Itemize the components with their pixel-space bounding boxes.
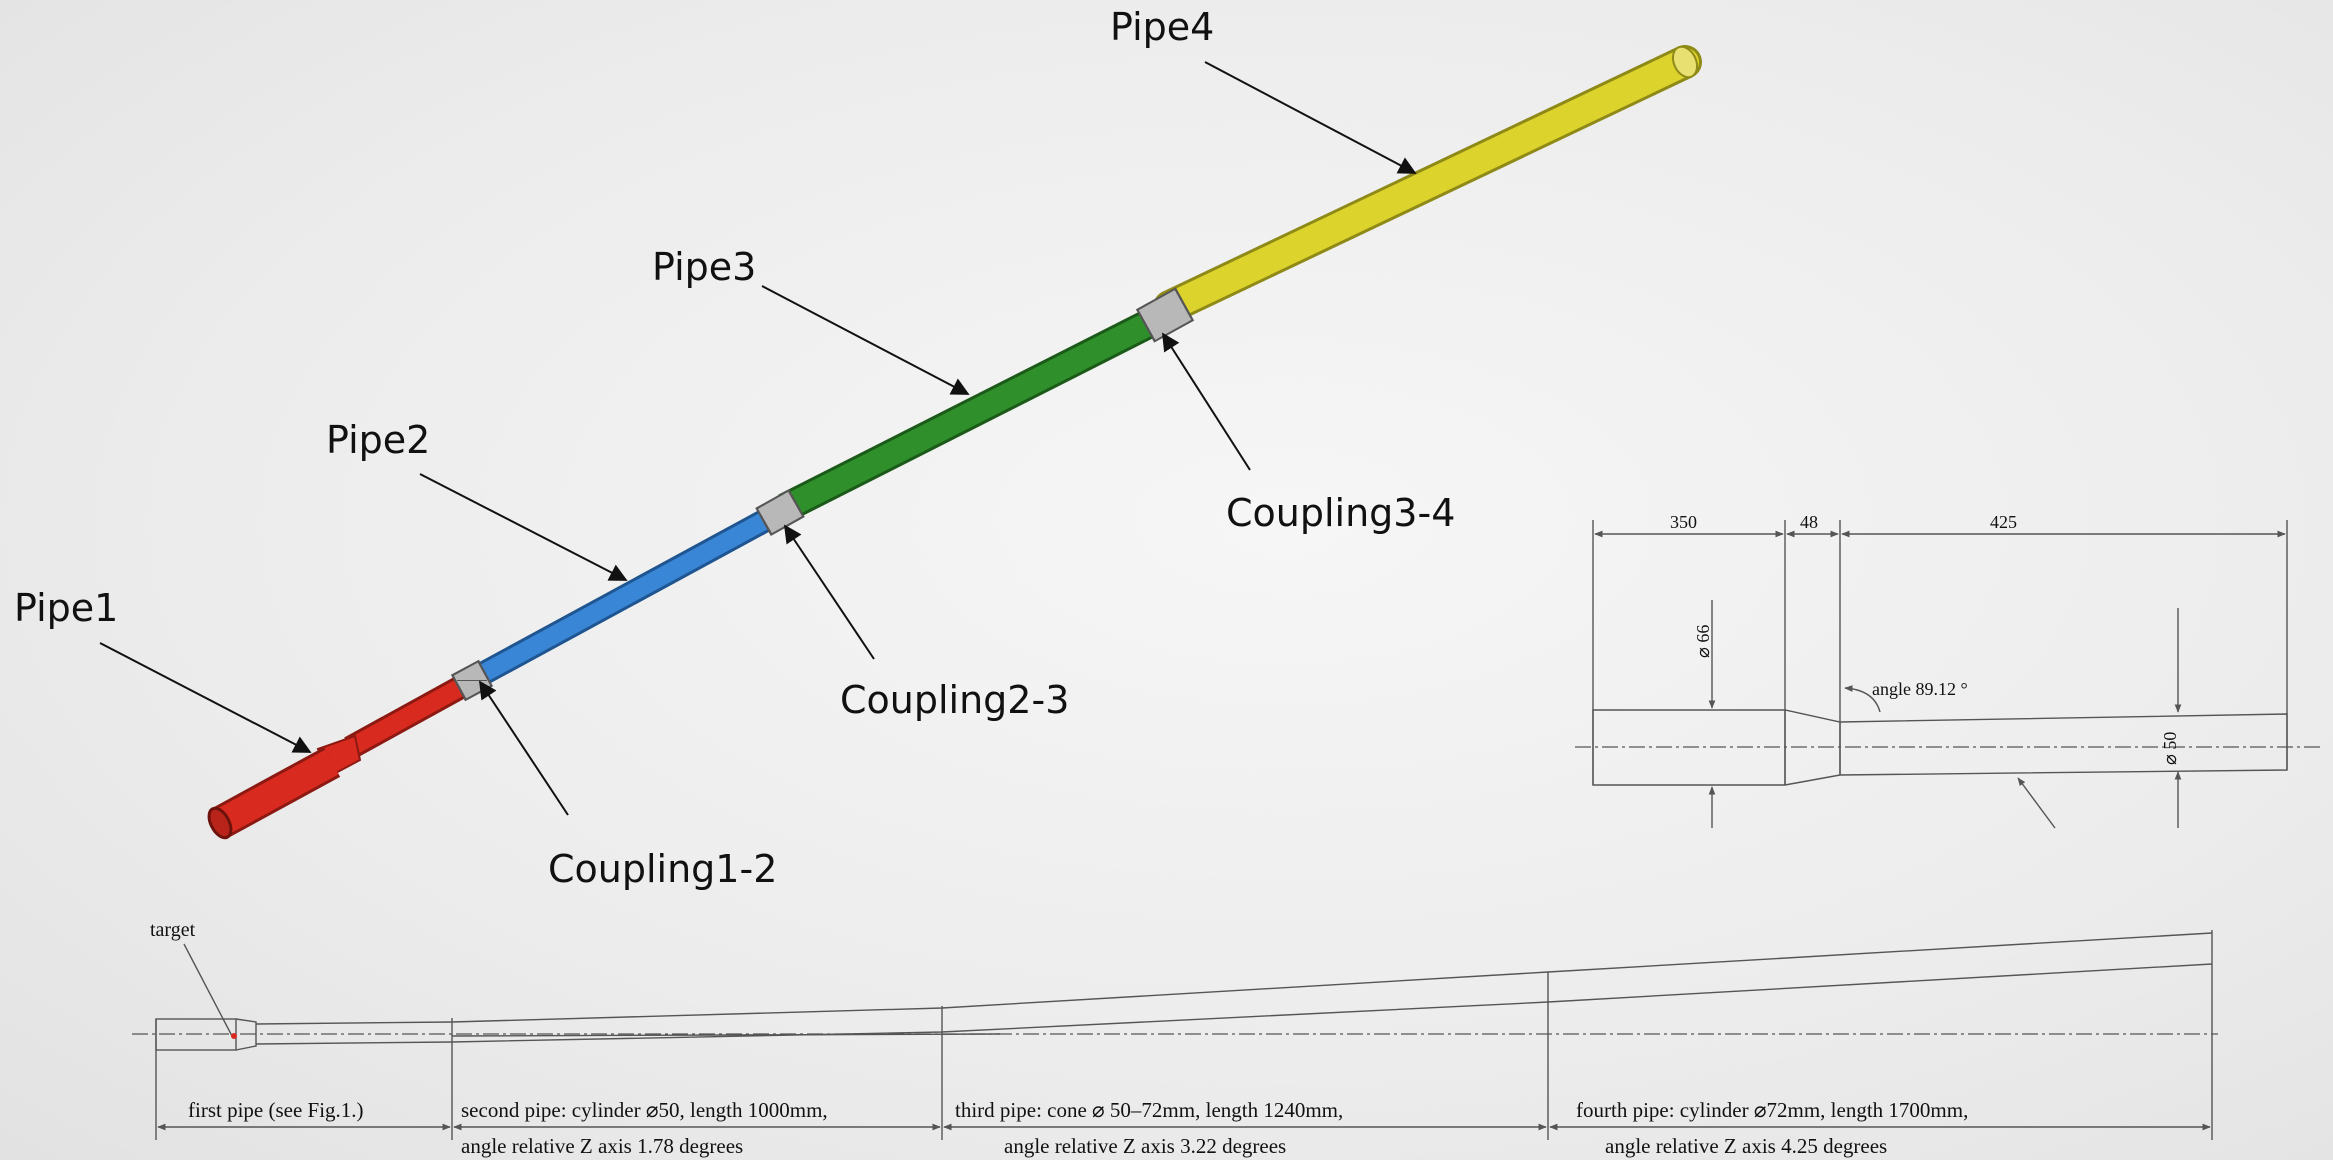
dim-48: 48 <box>1800 512 1818 532</box>
caption-second-pipe-2: angle relative Z axis 1.78 degrees <box>461 1134 743 1158</box>
layout-pipe-lower <box>255 963 2213 1045</box>
label-pipe4: Pipe4 <box>1110 5 1214 49</box>
first-pipe-drawing: 350 48 425 ⌀ 66 ⌀ 50 angle 89.12 ° <box>1575 512 2322 829</box>
target-label: target <box>150 919 196 941</box>
pipe2-fill <box>470 507 780 686</box>
caption-fourth-pipe-2: angle relative Z axis 4.25 degrees <box>1605 1134 1887 1158</box>
coupling-2-3 <box>755 489 805 536</box>
leader-pipe4 <box>1204 61 1417 174</box>
pipe1-thick-fill <box>215 749 339 835</box>
dim-350: 350 <box>1670 512 1697 532</box>
layout-drawing: target first pipe (see Fig.1.) second pi… <box>132 919 2218 1158</box>
pipe4-end-cap <box>1671 45 1699 79</box>
label-coupling34: Coupling3-4 <box>1226 491 1455 535</box>
layout-pipe-upper <box>255 932 2213 1025</box>
label-pipe3: Pipe3 <box>652 245 756 289</box>
pipe-assembly-3d <box>207 45 1702 840</box>
caption-first-pipe: first pipe (see Fig.1.) <box>188 1098 364 1122</box>
leader-pipe2 <box>419 473 628 581</box>
target-marker <box>231 1033 237 1039</box>
pipe3-fill <box>779 307 1166 519</box>
label-coupling12: Coupling1-2 <box>548 847 777 891</box>
label-coupling23: Coupling2-3 <box>840 678 1069 722</box>
leader-coupling23 <box>783 524 875 660</box>
coupling-1-2 <box>450 659 494 702</box>
pipe-labels: Pipe1 Pipe2 Pipe3 Pipe4 Coupling1-2 Coup… <box>14 5 1455 891</box>
leader-pipe1 <box>99 642 312 753</box>
label-pipe1: Pipe1 <box>14 586 118 630</box>
label-pipe2: Pipe2 <box>326 418 430 462</box>
pipe4-fill <box>1156 48 1699 321</box>
pipe1-thin-fill <box>345 675 473 756</box>
pipe1-end-cap <box>207 806 233 840</box>
leader-coupling12 <box>479 680 569 816</box>
caption-third-pipe-2: angle relative Z axis 3.22 degrees <box>1004 1134 1286 1158</box>
dim-425: 425 <box>1990 512 2017 532</box>
caption-second-pipe-1: second pipe: cylinder ⌀50, length 1000mm… <box>461 1098 828 1122</box>
leader-pipe3 <box>761 285 970 395</box>
angle-label: angle 89.12 ° <box>1872 679 1968 699</box>
first-pipe-outline <box>1592 709 2288 786</box>
caption-third-pipe-1: third pipe: cone ⌀ 50–72mm, length 1240m… <box>955 1098 1343 1122</box>
coupling-3-4 <box>1135 287 1195 343</box>
leader-coupling34 <box>1162 332 1251 471</box>
diameter-66: ⌀ 66 <box>1693 625 1713 658</box>
caption-fourth-pipe-1: fourth pipe: cylinder ⌀72mm, length 1700… <box>1576 1098 1968 1122</box>
diameter-50: ⌀ 50 <box>2160 732 2180 765</box>
